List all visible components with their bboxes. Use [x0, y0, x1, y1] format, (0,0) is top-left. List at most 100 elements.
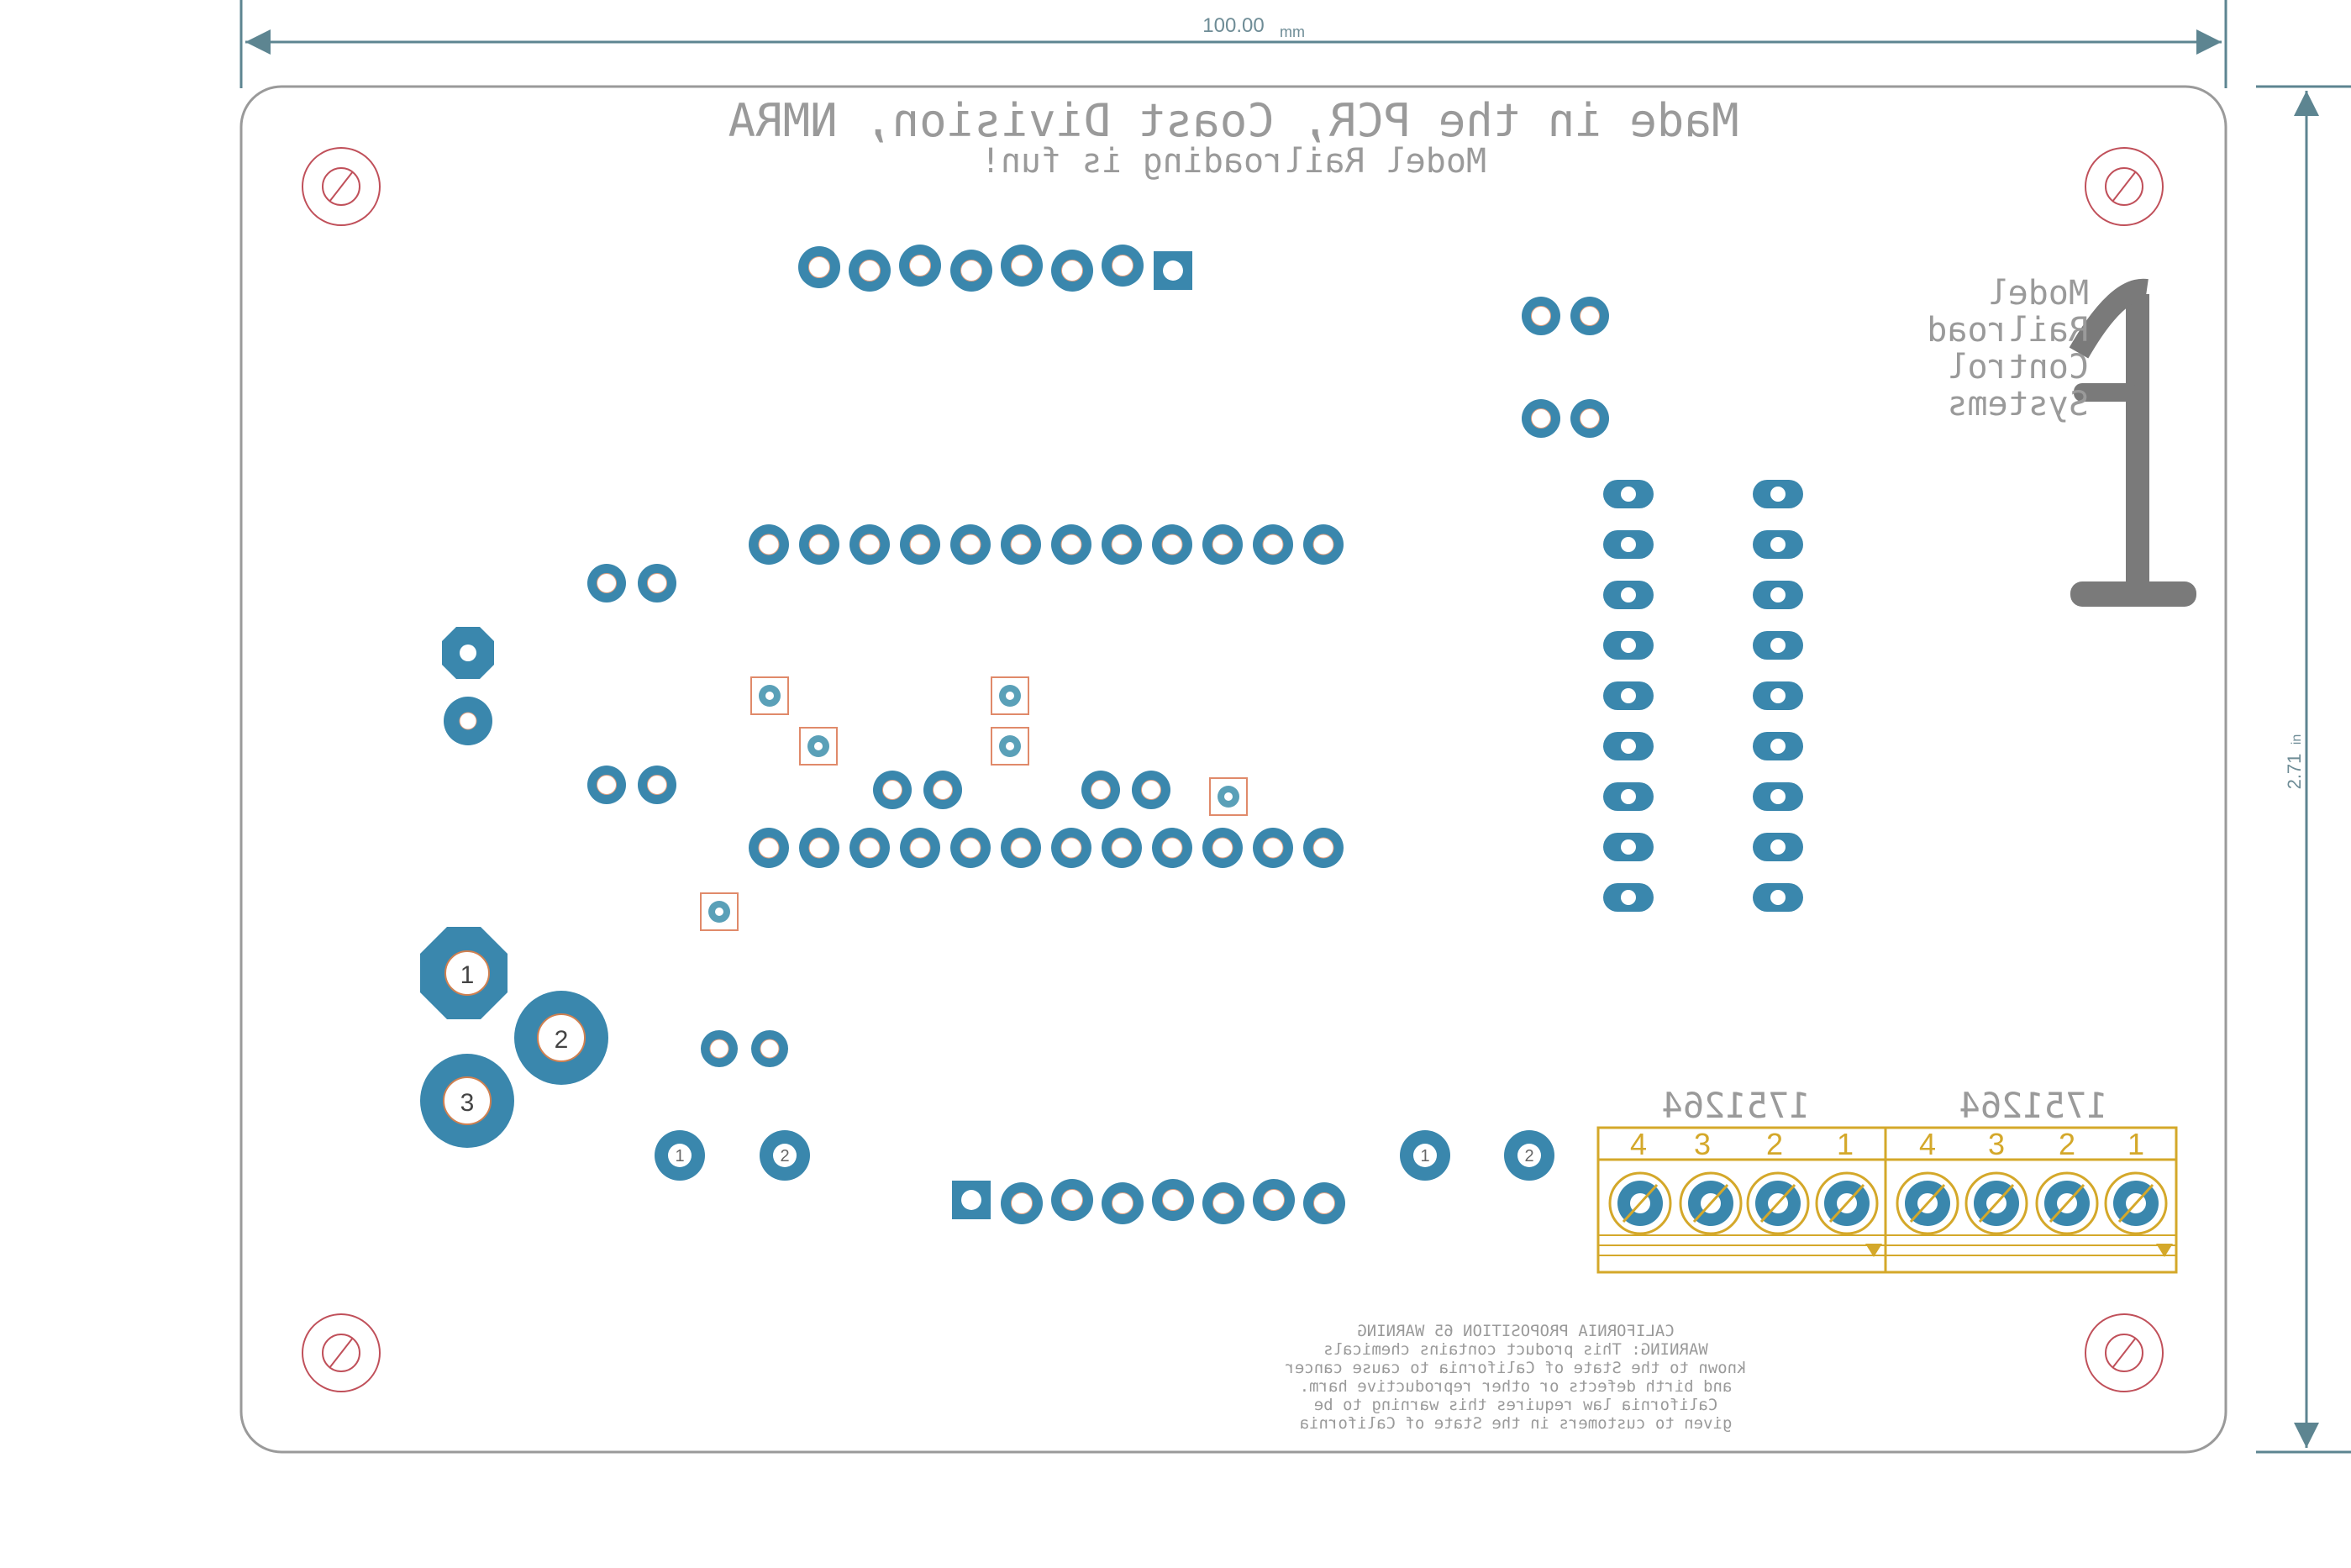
height-dimension-unit: in — [2290, 734, 2304, 745]
terminal-block-right — [1884, 1126, 2178, 1274]
jack-2: 2 — [514, 991, 608, 1085]
pad-pair-pin — [587, 766, 626, 804]
header-bottom-pin — [1202, 1182, 1244, 1224]
warning-line-6: given to customers in the State of Calif… — [1300, 1414, 1733, 1433]
jack-2-label: 2 — [555, 1026, 569, 1054]
header-top-pin — [798, 246, 840, 288]
connector-right-column-pin — [1753, 480, 1803, 508]
mrcs-logo: Model Railroad Control Systems — [1927, 274, 2196, 607]
ic-top-row-pin — [749, 524, 789, 565]
logo-line-1: Model — [1988, 274, 2089, 313]
terminal-screw-pad — [1896, 1171, 1959, 1235]
ic-top-row-pin — [1253, 524, 1293, 565]
connector-right-column-pin — [1753, 732, 1803, 760]
ic-top-row-pin — [950, 524, 991, 565]
connector-right-column-pin — [1753, 833, 1803, 861]
ic-bottom-row-pin — [900, 828, 940, 868]
pad-pair-pin — [587, 564, 626, 602]
connector-left-column-pin — [1603, 631, 1654, 660]
terminal-left-label-4: 4 — [1630, 1127, 1647, 1161]
ic-bottom-row-pin — [1303, 828, 1344, 868]
terminal-screw-pad — [1746, 1171, 1810, 1235]
terminal-left-label-2: 2 — [1766, 1127, 1783, 1161]
board-outline — [239, 85, 2227, 1454]
pads-layer — [442, 245, 2168, 1235]
header-bottom-pin — [1001, 1182, 1043, 1224]
connector-left-column-pin — [1603, 530, 1654, 559]
terminal-screw-pad — [1964, 1171, 2028, 1235]
header-bottom-pin — [1253, 1179, 1295, 1221]
pad-pair-pin — [1132, 771, 1170, 809]
ic-bottom-row-pin — [749, 828, 789, 868]
ic-bottom-row-pin — [799, 828, 839, 868]
pad-pair-pin — [1522, 399, 1560, 438]
title-line-2: Model Railroading is fun! — [981, 142, 1486, 181]
height-dimension-label: 2.71 — [2284, 754, 2305, 790]
terminal-screw-pad — [1679, 1171, 1743, 1235]
via — [1209, 777, 1248, 816]
terminal-screw-pad — [1815, 1171, 1879, 1235]
jack-1-label: 1 — [460, 961, 475, 989]
header-top-pin — [1102, 245, 1144, 287]
terminal-left-label-3: 3 — [1694, 1127, 1711, 1161]
pad-pair-pin — [1570, 399, 1609, 438]
terminal-screw-pad — [2035, 1171, 2099, 1235]
two-pin-right: 1 2 — [1400, 1130, 1554, 1181]
terminal-blocks: 1751264 1751264 4 3 2 1 4 3 2 1 — [1596, 1085, 2178, 1274]
two-pin-right-label-1: 1 — [1420, 1147, 1429, 1165]
width-dimension-unit: mm — [1280, 24, 1305, 40]
jack-1: 1 — [420, 927, 508, 1019]
warning-line-5: California law requires this warning to … — [1314, 1396, 1717, 1414]
round-pad — [444, 697, 492, 745]
terminal-right-label-3: 3 — [1988, 1127, 2005, 1161]
ic-top-row-pin — [799, 524, 839, 565]
jack-3-label: 3 — [460, 1089, 475, 1117]
connector-left-column-pin — [1603, 833, 1654, 861]
connector-right-column-pin — [1753, 530, 1803, 559]
ic-bottom-row-pin — [1051, 828, 1091, 868]
ic-top-row-pin — [849, 524, 890, 565]
terminal-screw-pad — [1608, 1171, 1672, 1235]
two-pin-right-label-2: 2 — [1524, 1147, 1533, 1165]
ic-bottom-row-pin — [1152, 828, 1192, 868]
terminal-right-label-1: 1 — [2127, 1127, 2144, 1161]
small-pad — [701, 1030, 738, 1067]
via — [799, 727, 838, 766]
header-top-pin — [950, 250, 992, 292]
title-silkscreen: Made in the PCR, Coast Division, NMRA Mo… — [728, 94, 1739, 181]
ic-top-row-pin — [1202, 524, 1243, 565]
connector-left-column-pin — [1603, 681, 1654, 710]
warning-line-2: WARNING: This product contains chemicals — [1323, 1340, 1708, 1359]
header-top-pin — [849, 250, 891, 292]
header-bottom-pin — [1303, 1182, 1345, 1224]
header-top-pin — [899, 245, 941, 287]
ic-top-row-pin — [900, 524, 940, 565]
ic-bottom-row-pin — [1102, 828, 1142, 868]
title-line-1: Made in the PCR, Coast Division, NMRA — [728, 94, 1739, 147]
small-pad — [751, 1030, 788, 1067]
header-top-pin — [1051, 250, 1093, 292]
ic-top-row-pin — [1102, 524, 1142, 565]
pad-pair-pin — [638, 766, 676, 804]
connector-right-column-pin — [1753, 681, 1803, 710]
ic-bottom-row-pin — [849, 828, 890, 868]
two-pin-left: 1 2 — [655, 1130, 810, 1181]
pad-pair-pin — [873, 771, 912, 809]
connector-left-column-pin — [1603, 480, 1654, 508]
connector-right-column-pin — [1753, 782, 1803, 811]
numbered-two-pin-pads: 1 2 1 2 — [655, 1130, 1554, 1181]
ic-top-row-pin — [1303, 524, 1344, 565]
ic-top-row-pin — [1152, 524, 1192, 565]
via — [991, 727, 1029, 766]
ic-bottom-row-pin — [1202, 828, 1243, 868]
connector-right-column-pin — [1753, 581, 1803, 609]
header-bottom-pin-1 — [952, 1181, 991, 1219]
header-bottom-pin — [1152, 1179, 1194, 1221]
connector-left-column-pin — [1603, 782, 1654, 811]
terminal-right-label-4: 4 — [1919, 1127, 1936, 1161]
logo-line-4: Systems — [1947, 385, 2089, 424]
header-bottom-pin — [1102, 1182, 1144, 1224]
header-bottom-pin — [1051, 1179, 1093, 1221]
jack-3: 3 — [420, 1054, 514, 1148]
